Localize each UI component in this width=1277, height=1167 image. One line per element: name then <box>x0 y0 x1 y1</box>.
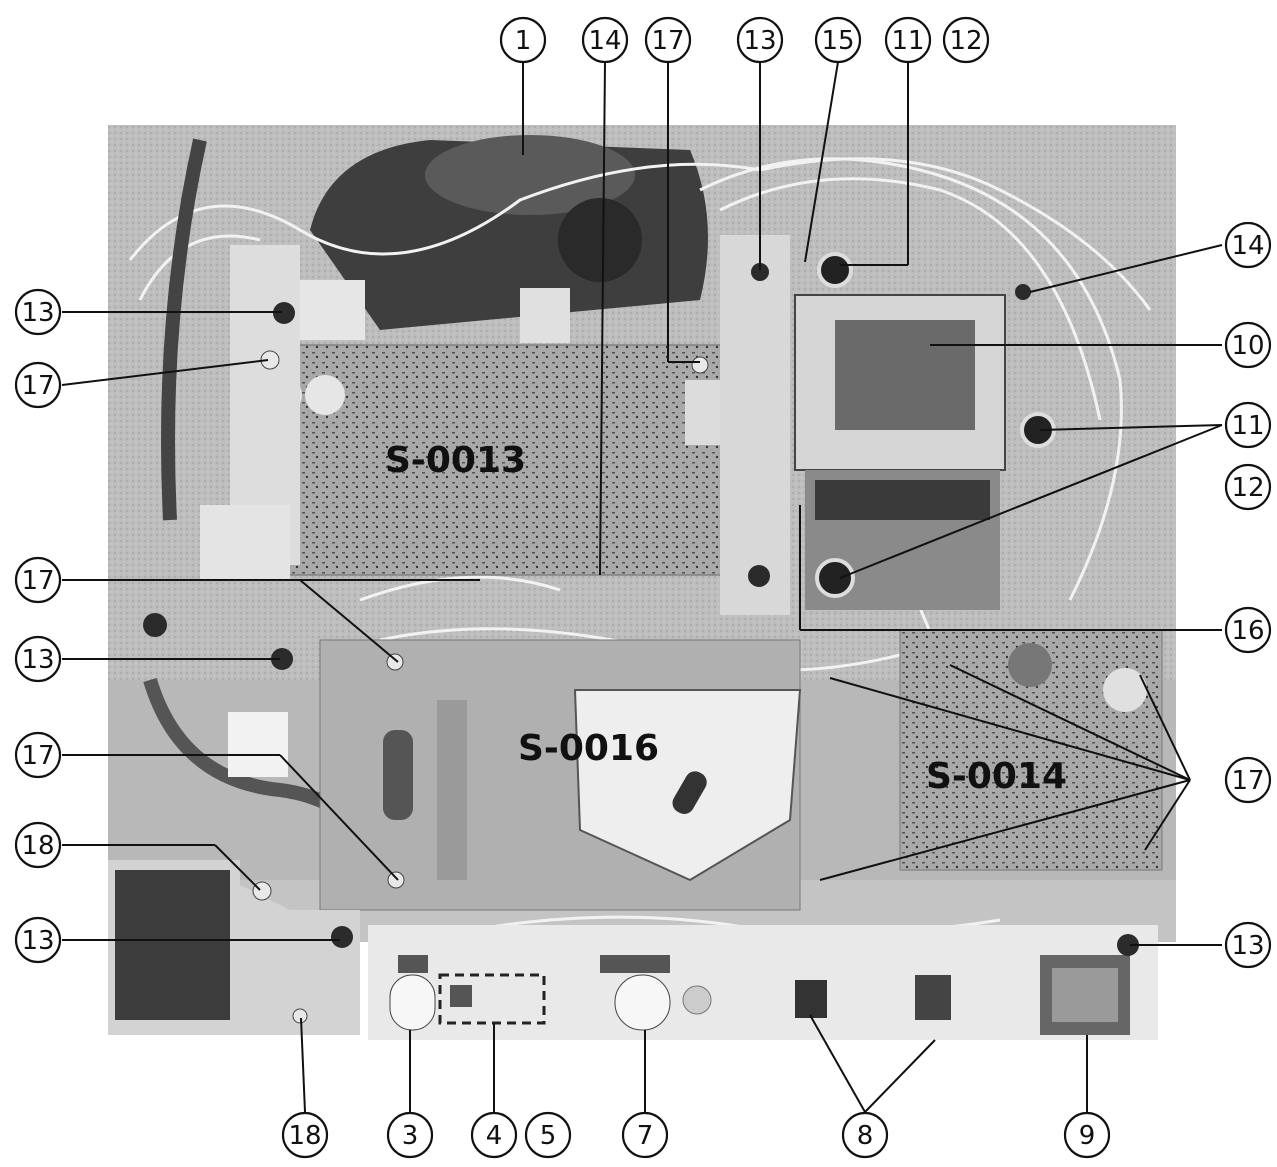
svg-text:1: 1 <box>515 26 532 56</box>
svg-text:13: 13 <box>21 926 54 956</box>
callout-17-left-b: 17 <box>14 556 62 604</box>
board-label-s0016: S-0016 <box>518 728 659 769</box>
callout-13-left-a: 13 <box>14 288 62 336</box>
board-label-s0014: S-0014 <box>926 756 1067 797</box>
svg-text:10: 10 <box>1231 331 1264 361</box>
svg-text:12: 12 <box>949 26 982 56</box>
svg-text:3: 3 <box>402 1121 419 1151</box>
callout-15: 15 <box>814 16 862 64</box>
callout-1: 1 <box>499 16 547 64</box>
svg-text:13: 13 <box>21 645 54 675</box>
callout-3: 3 <box>386 1111 434 1159</box>
svg-text:17: 17 <box>21 371 54 401</box>
svg-text:9: 9 <box>1079 1121 1096 1151</box>
transformer-coil <box>835 320 975 430</box>
callout-11-right: 11 <box>1224 401 1272 449</box>
svg-text:11: 11 <box>1231 411 1264 441</box>
callout-14-top: 14 <box>581 16 629 64</box>
svg-text:14: 14 <box>588 26 621 56</box>
svg-text:14: 14 <box>1231 231 1264 261</box>
callout-17-right: 17 <box>1224 756 1272 804</box>
svg-text:17: 17 <box>651 26 684 56</box>
callout-10: 10 <box>1224 321 1272 369</box>
callout-18-bottom: 18 <box>281 1111 329 1159</box>
callout-11-top: 11 <box>884 16 932 64</box>
callout-17-left-c: 17 <box>14 731 62 779</box>
front-panel <box>368 925 1158 1040</box>
callout-16: 16 <box>1224 606 1272 654</box>
screws <box>143 263 1139 1024</box>
callout-17-left-a: 17 <box>14 361 62 409</box>
svg-text:18: 18 <box>288 1121 321 1151</box>
jack-8-left <box>795 980 827 1018</box>
svg-text:12: 12 <box>1231 473 1264 503</box>
callout-7: 7 <box>621 1111 669 1159</box>
knob-3 <box>389 974 436 1031</box>
callout-14-right: 14 <box>1224 221 1272 269</box>
callout-5: 5 <box>524 1111 572 1159</box>
callout-4: 4 <box>470 1111 518 1159</box>
svg-text:17: 17 <box>21 741 54 771</box>
motor <box>425 135 635 215</box>
callout-12-top: 12 <box>942 16 990 64</box>
callout-12-right: 12 <box>1224 463 1272 511</box>
svg-text:13: 13 <box>21 298 54 328</box>
svg-text:8: 8 <box>857 1121 874 1151</box>
callout-13-right: 13 <box>1224 921 1272 969</box>
callout-13-left-c: 13 <box>14 916 62 964</box>
board-label-s0013: S-0013 <box>385 440 526 481</box>
callout-8: 8 <box>841 1111 889 1159</box>
callout-18-left: 18 <box>14 821 62 869</box>
svg-text:13: 13 <box>1231 931 1264 961</box>
svg-text:17: 17 <box>1231 766 1264 796</box>
svg-text:18: 18 <box>21 831 54 861</box>
callout-13-top: 13 <box>736 16 784 64</box>
callout-13-left-b: 13 <box>14 635 62 683</box>
svg-text:5: 5 <box>540 1121 557 1151</box>
jack-8-right <box>915 975 951 1020</box>
svg-text:7: 7 <box>637 1121 654 1151</box>
callout-9: 9 <box>1063 1111 1111 1159</box>
svg-text:4: 4 <box>486 1121 503 1151</box>
leader-lines <box>61 61 1223 1113</box>
svg-text:17: 17 <box>21 566 54 596</box>
callout-17-top: 17 <box>644 16 692 64</box>
svg-text:15: 15 <box>821 26 854 56</box>
svg-text:13: 13 <box>743 26 776 56</box>
knob-7 <box>614 974 671 1031</box>
ic-4-5-dashed <box>438 973 546 1025</box>
svg-text:11: 11 <box>891 26 924 56</box>
svg-text:16: 16 <box>1231 616 1264 646</box>
